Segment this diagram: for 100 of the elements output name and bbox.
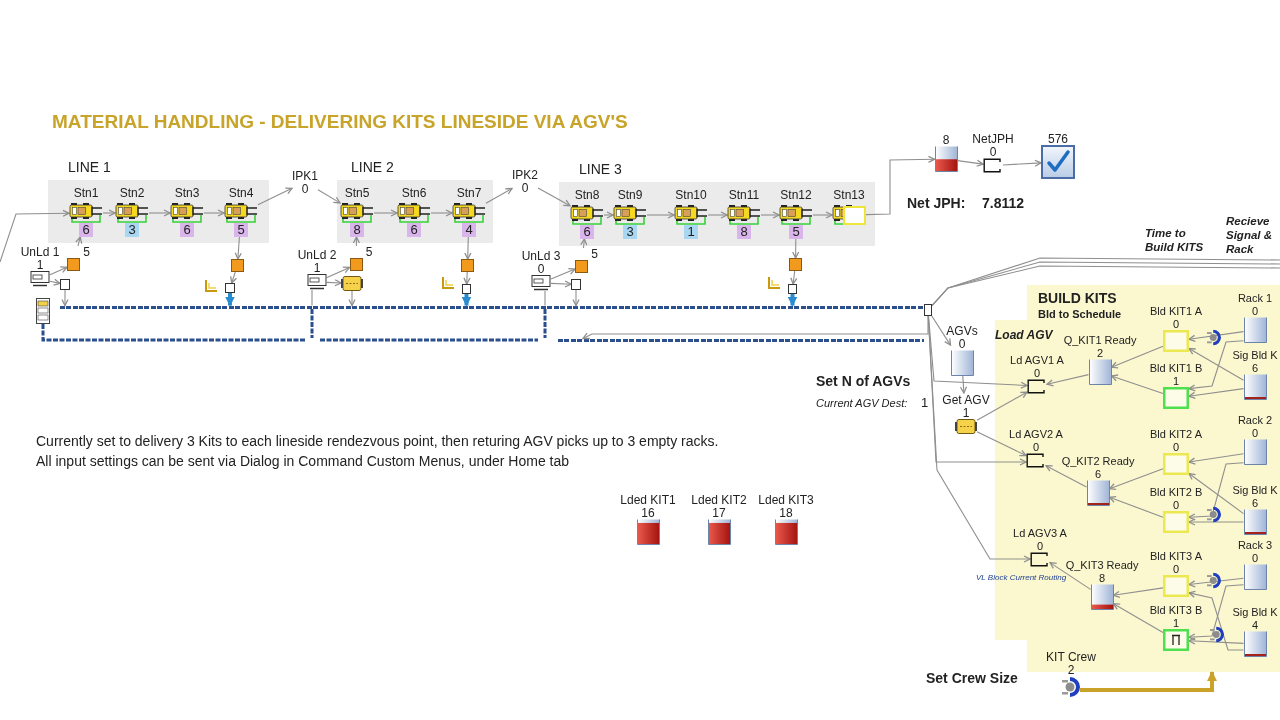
node-label: Get AGV — [942, 393, 990, 407]
arrow — [1110, 345, 1164, 369]
arrow — [203, 209, 225, 217]
server-box — [60, 279, 70, 290]
station-label: Stn4 — [228, 186, 254, 200]
node-label: IPK1 — [292, 169, 318, 183]
station-label: Stn6 — [401, 186, 427, 200]
count-value: 0 — [1251, 552, 1259, 564]
annotation-text: Time to Build KITS — [1145, 226, 1205, 254]
count-value: 1 — [1172, 375, 1180, 387]
count-value: 0 — [1172, 499, 1180, 511]
count-badge: 6 — [79, 223, 93, 237]
panel-title: LINE 2 — [351, 159, 394, 175]
node-label: Ld AGV2 A — [1009, 428, 1063, 441]
station-label: Stn5 — [344, 186, 370, 200]
count-badge: 6 — [407, 223, 421, 237]
arrow — [61, 289, 69, 307]
arrow — [792, 238, 800, 259]
count-badge: 5 — [234, 223, 248, 237]
panel-subtitle: Bld to Schedule — [1038, 308, 1122, 320]
connector-line — [544, 290, 546, 307]
station-label: Stn12 — [780, 188, 812, 202]
arrow — [646, 211, 675, 219]
node-label: Lded KIT2 — [691, 493, 747, 507]
arrow — [1188, 340, 1245, 392]
count-value: 4 — [1251, 619, 1259, 631]
count-value: 1 — [313, 262, 321, 274]
arrow — [1108, 468, 1164, 491]
arrow — [603, 211, 614, 219]
arrow — [580, 238, 588, 249]
node-label: Bld KIT2 B — [1149, 486, 1203, 499]
node-label: UnLd 3 — [521, 249, 561, 263]
station-label: Stn11 — [728, 188, 760, 202]
arrow — [976, 431, 1027, 457]
node-label: Q_KIT3 Ready — [1065, 559, 1139, 572]
station-label: Stn7 — [456, 186, 482, 200]
note-text: All input settings can be sent via Dialog in Command Custom Menus, under Home tab — [36, 453, 570, 469]
arrow — [1002, 159, 1042, 167]
count-value: 1 — [962, 407, 970, 419]
arrow — [373, 209, 398, 217]
count-value: 8 — [1098, 572, 1106, 584]
arrow — [1188, 637, 1245, 645]
diagram-title: MATERIAL HANDLING - DELIVERING KITS LINESIDE VIA AGV'S — [52, 111, 628, 133]
arrow — [550, 280, 572, 288]
arrow — [550, 267, 576, 280]
node-label: Lded KIT3 — [758, 493, 814, 507]
track-end-box — [924, 304, 932, 316]
annotation-text: VL Block Current Routing — [976, 573, 1067, 582]
section-label: Set Crew Size — [926, 670, 1018, 686]
node-label: Ld AGV1 A — [1010, 354, 1064, 367]
station-label: Stn9 — [617, 188, 643, 202]
count-value: 2 — [1067, 664, 1075, 676]
arrow — [931, 315, 952, 346]
server-box — [462, 284, 471, 294]
node-label: Q_KIT2 Ready — [1061, 455, 1135, 468]
count-value: 6 — [1251, 362, 1259, 374]
arrow — [1080, 671, 1217, 692]
buffer-square — [789, 258, 802, 271]
arrow — [464, 236, 472, 260]
arrow — [485, 187, 513, 204]
count-value: 0 — [958, 338, 966, 350]
count-value: 5 — [365, 246, 373, 258]
count-value: 16 — [641, 507, 655, 519]
node-label: Lded KIT1 — [620, 493, 676, 507]
count-value: 0 — [989, 146, 997, 158]
arrow — [1188, 347, 1245, 381]
count-value: 0 — [1172, 441, 1180, 453]
arrow — [75, 236, 83, 247]
arrow — [1188, 577, 1245, 588]
arrow — [572, 289, 580, 307]
agv-track — [558, 338, 924, 342]
arrow — [927, 315, 1031, 563]
count-value: 0 — [301, 183, 309, 195]
count-value: 576 — [1048, 133, 1068, 145]
arrow — [1188, 518, 1245, 526]
arrow — [956, 159, 984, 167]
node-label: Bld KIT3 B — [1149, 604, 1203, 617]
count-value: 0 — [1251, 305, 1259, 317]
arrow — [1046, 374, 1090, 387]
count-value: 0 — [1032, 441, 1040, 453]
arrow — [812, 211, 833, 219]
arrow — [1188, 453, 1245, 465]
arrow — [1188, 584, 1245, 641]
arrow — [1108, 495, 1164, 518]
node-label: Sig Bld K — [1232, 349, 1278, 362]
annotation-text: Recieve Signal & Rack — [1226, 214, 1273, 256]
count-value: 5 — [83, 246, 90, 258]
arrow — [1188, 472, 1245, 515]
node-label: UnLd 1 — [20, 245, 60, 259]
count-value: 18 — [779, 507, 793, 519]
node-label: Ld AGV3 A — [1013, 527, 1067, 540]
station-label: Stn1 — [73, 186, 99, 200]
arrow — [326, 279, 342, 287]
count-value: 0 — [1172, 318, 1180, 330]
field-label: Current AGV Dest: — [816, 397, 908, 409]
node-label: AGVs — [946, 324, 978, 338]
panel-title: LINE 3 — [579, 161, 622, 177]
server-box — [225, 283, 235, 293]
station-label: Stn2 — [119, 186, 145, 200]
arrow — [326, 266, 351, 279]
